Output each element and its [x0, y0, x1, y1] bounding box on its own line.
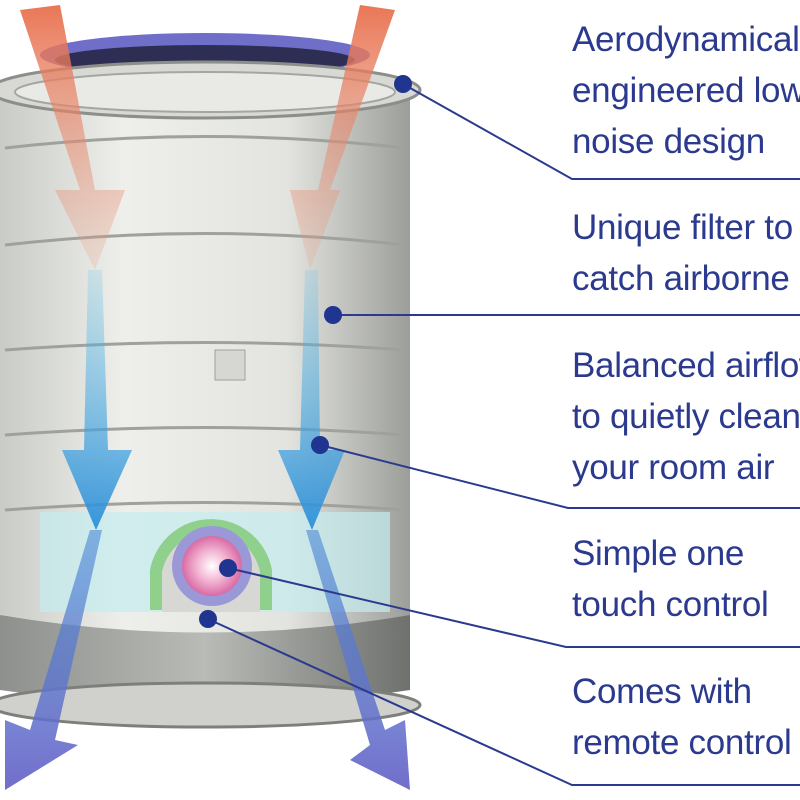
callout-leaders [207, 83, 800, 786]
callout-line: Unique filter to [572, 208, 793, 247]
callout-line: remote control [572, 723, 792, 762]
callout-line: engineered low [572, 71, 800, 110]
callout-noise-design: Aerodynamically engineered low noise des… [572, 14, 800, 167]
callout-airflow: Balanced airflow to quietly clean your r… [572, 340, 800, 493]
callout-dot [311, 436, 329, 454]
callout-line: Simple one [572, 534, 745, 573]
inflow-arrow-right [290, 5, 395, 270]
callout-line: Comes with [572, 672, 752, 711]
callout-touch-control: Simple one touch control [572, 528, 769, 630]
callout-line: Aerodynamically [572, 20, 800, 59]
touch-control-button[interactable] [182, 536, 242, 596]
callout-dot [219, 559, 237, 577]
purifier-base [0, 615, 410, 705]
callout-line: noise design [572, 122, 765, 161]
callout-dot [199, 610, 217, 628]
callout-line: Balanced airflow [572, 346, 800, 385]
outflow-arrow-left [62, 270, 132, 530]
callout-dots [199, 75, 412, 628]
callout-line: catch airborne [572, 259, 790, 298]
callout-line: your room air [572, 448, 775, 487]
callout-remote-control: Comes with remote control [572, 666, 792, 768]
exhaust-arrow-left [5, 530, 102, 790]
exhaust-arrow-right [306, 530, 410, 790]
body-rings [4, 135, 406, 512]
outflow-arrow-right [278, 270, 345, 530]
callout-dot [394, 75, 412, 93]
callout-line: touch control [572, 585, 769, 624]
inflow-arrow-left [20, 5, 125, 270]
callout-filter: Unique filter to catch airborne [572, 202, 793, 304]
callout-dot [324, 306, 342, 324]
callout-line: to quietly clean [572, 397, 800, 436]
